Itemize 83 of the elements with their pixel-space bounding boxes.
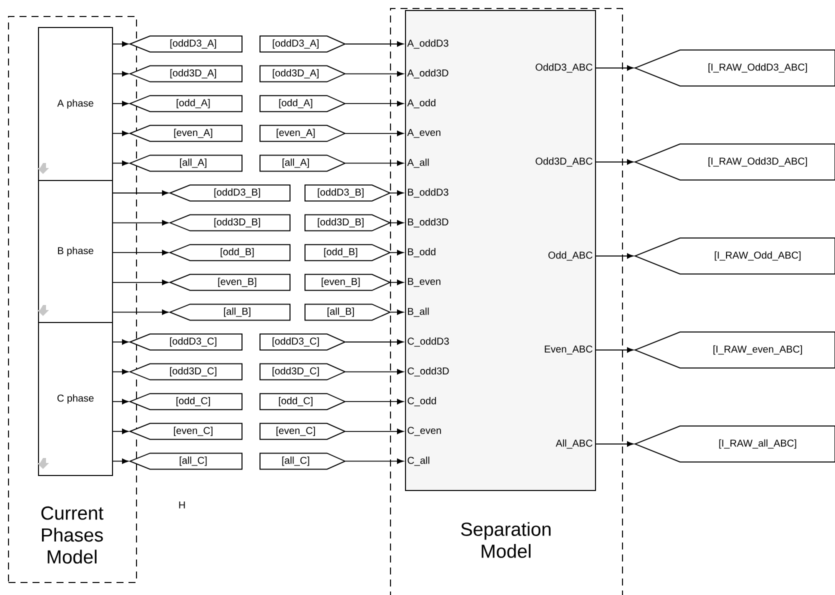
from-tag: [odd3D_C] bbox=[260, 363, 346, 380]
arrow bbox=[390, 220, 404, 226]
goto-tag: [I_RAW_all_ABC] bbox=[634, 426, 835, 462]
arrow bbox=[344, 458, 404, 464]
arrow bbox=[112, 71, 129, 76]
arrow bbox=[112, 280, 169, 286]
port-label: All_ABC bbox=[556, 439, 592, 449]
arrow bbox=[344, 398, 404, 404]
free-label: H bbox=[179, 502, 185, 508]
arrow bbox=[596, 65, 634, 71]
goto-tag: [I_RAW_Odd_ABC] bbox=[634, 238, 835, 274]
arrow bbox=[596, 441, 634, 447]
port-label: B_all bbox=[408, 308, 429, 317]
port-label: B_odd bbox=[408, 248, 436, 258]
arrow bbox=[344, 130, 404, 136]
from-tag: [odd3D_B] bbox=[304, 214, 392, 232]
port-label: Odd_ABC bbox=[548, 251, 592, 261]
arrow bbox=[112, 100, 129, 106]
port-label: B_oddD3 bbox=[408, 188, 448, 198]
dashed-group-frame bbox=[390, 8, 623, 595]
port-label: A_even bbox=[407, 128, 440, 138]
from-tag: [all_B] bbox=[304, 304, 392, 321]
from-tag: [odd3D_A] bbox=[260, 65, 346, 82]
group-title: Current Phases Model bbox=[41, 506, 104, 564]
arrow bbox=[596, 159, 634, 165]
dashed-group-frame bbox=[8, 16, 137, 583]
from-tag: [even_B] bbox=[304, 274, 392, 291]
arrow bbox=[344, 71, 404, 76]
goto-tag: [I_RAW_Odd3D_ABC] bbox=[634, 144, 835, 180]
arrow bbox=[112, 190, 169, 196]
port-label: A_all bbox=[407, 158, 429, 168]
arrow bbox=[112, 428, 129, 434]
port-label: OddD3_ABC bbox=[536, 63, 592, 73]
arrow bbox=[344, 41, 404, 47]
port-label: Even_ABC bbox=[544, 346, 592, 354]
port-label: Odd3D_ABC bbox=[536, 157, 592, 167]
arrow bbox=[112, 458, 129, 464]
from-tag: [oddD3_C] bbox=[260, 334, 346, 350]
arrow bbox=[390, 250, 404, 256]
from-tag: [odd_A] bbox=[260, 95, 346, 112]
arrow bbox=[390, 280, 404, 286]
from-tag: [oddD3_B] bbox=[304, 184, 392, 202]
port-label: C_odd3D bbox=[408, 367, 449, 376]
from-tag: [odd_C] bbox=[260, 393, 346, 410]
arrow bbox=[112, 250, 169, 256]
port-label: B_odd3D bbox=[408, 218, 448, 228]
port-label: C_oddD3 bbox=[408, 337, 449, 347]
arrow bbox=[112, 160, 129, 166]
arrow bbox=[596, 347, 634, 353]
port-label: A_odd bbox=[407, 99, 436, 108]
from-tag: [even_A] bbox=[260, 124, 346, 142]
arrow bbox=[112, 339, 129, 345]
arrow bbox=[344, 369, 404, 374]
from-tag: [all_A] bbox=[260, 154, 346, 172]
arrow bbox=[112, 130, 129, 136]
port-label: C_odd bbox=[408, 397, 436, 406]
phase-block: C phase bbox=[38, 322, 113, 476]
from-tag: [even_C] bbox=[260, 422, 346, 440]
group-title: Separation Model bbox=[461, 522, 551, 558]
from-tag: [odd_B] bbox=[304, 244, 392, 262]
arrow bbox=[344, 428, 404, 434]
arrow bbox=[344, 100, 404, 106]
port-label: A_oddD3 bbox=[407, 39, 448, 49]
phase-block: B phase bbox=[38, 180, 113, 323]
port-label: A_odd3D bbox=[407, 69, 448, 78]
goto-tag: [I_RAW_even_ABC] bbox=[634, 332, 835, 368]
arrow bbox=[390, 190, 404, 196]
arrow bbox=[112, 398, 129, 404]
arrow bbox=[112, 369, 129, 374]
arrow bbox=[112, 310, 169, 315]
from-tag: [oddD3_A] bbox=[260, 36, 346, 52]
arrow bbox=[390, 310, 404, 315]
port-label: C_all bbox=[408, 456, 430, 466]
port-label: C_even bbox=[408, 426, 441, 436]
from-tag: [all_C] bbox=[260, 452, 346, 470]
goto-tag: [I_RAW_OddD3_ABC] bbox=[634, 50, 835, 86]
arrow bbox=[344, 339, 404, 345]
arrow bbox=[596, 253, 634, 259]
arrow bbox=[344, 160, 404, 166]
arrow bbox=[112, 41, 129, 47]
port-label: B_even bbox=[408, 278, 440, 287]
arrow bbox=[112, 220, 169, 226]
phase-block: A phase bbox=[38, 27, 113, 181]
